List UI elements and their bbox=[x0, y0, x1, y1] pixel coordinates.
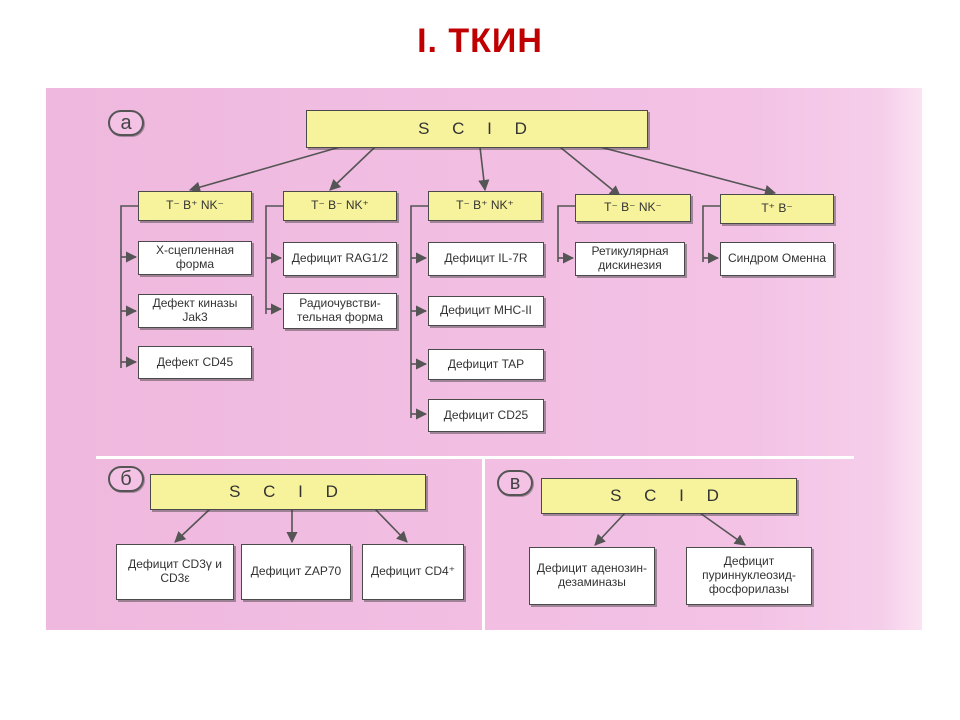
category-4-item-1: Ретикулярная дискинезия bbox=[575, 242, 685, 276]
panel-b-scid-root: S C I D bbox=[150, 474, 426, 510]
category-2-item-1: Дефицит RAG1/2 bbox=[283, 242, 397, 276]
category-5-label: T⁺ B⁻ bbox=[720, 194, 834, 224]
category-3-item-2: Дефицит MHC-II bbox=[428, 296, 544, 326]
category-4-label: T⁻ B⁻ NK⁻ bbox=[575, 194, 691, 222]
panel-b-badge: б bbox=[108, 466, 144, 492]
slide-title: I. ТКИН bbox=[417, 22, 543, 60]
category-3-item-4: Дефицит CD25 bbox=[428, 399, 544, 432]
category-3-label: T⁻ B⁺ NK⁺ bbox=[428, 191, 542, 221]
category-5-item-1: Синдром Оменна bbox=[720, 242, 834, 276]
category-2-item-2: Радиочувстви-тельная форма bbox=[283, 293, 397, 329]
category-1-item-2: Дефект киназы Jak3 bbox=[138, 294, 252, 328]
panel-a-badge: а bbox=[108, 110, 144, 136]
category-1-item-3: Дефект CD45 bbox=[138, 346, 252, 379]
panel-c-scid-root: S C I D bbox=[541, 478, 797, 514]
panel-c-item-1: Дефицит аденозин-дезаминазы bbox=[529, 547, 655, 605]
panel-b-item-1: Дефицит CD3γ и CD3ε bbox=[116, 544, 234, 600]
panel-b-item-2: Дефицит ZAP70 bbox=[241, 544, 351, 600]
panel-c-item-2: Дефицит пуриннуклеозид-фосфорилазы bbox=[686, 547, 812, 605]
panel-a-scid-root: S C I D bbox=[306, 110, 648, 148]
category-3-item-3: Дефицит TAP bbox=[428, 349, 544, 380]
panel-divider-vertical bbox=[482, 456, 485, 630]
category-3-item-1: Дефицит IL-7R bbox=[428, 242, 544, 276]
category-1-item-1: Х-сцепленная форма bbox=[138, 241, 252, 275]
panel-divider-horizontal bbox=[96, 456, 854, 459]
category-2-label: T⁻ B⁻ NK⁺ bbox=[283, 191, 397, 221]
panel-b-item-3: Дефицит CD4⁺ bbox=[362, 544, 464, 600]
category-1-label: T⁻ B⁺ NK⁻ bbox=[138, 191, 252, 221]
panel-c-badge: в bbox=[497, 470, 533, 496]
